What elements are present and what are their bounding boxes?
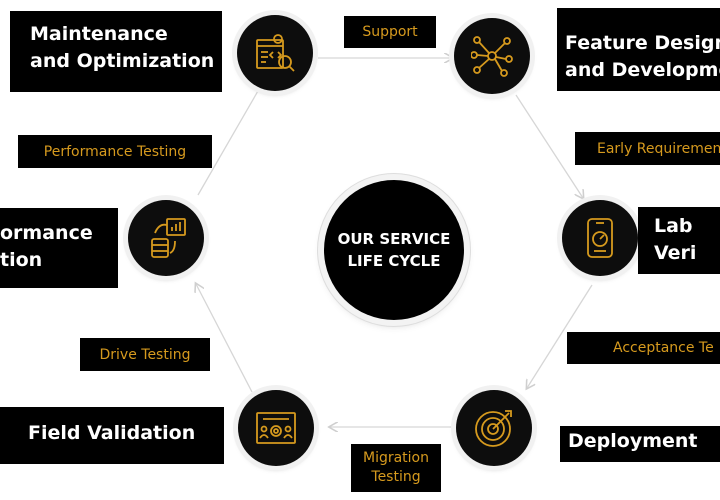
stage-title-line2: tion bbox=[0, 249, 43, 271]
transition-label-early-requirements: Early Requiremen bbox=[575, 132, 720, 165]
transition-label-drive: Drive Testing bbox=[80, 338, 210, 371]
stage-title-feature-design: Feature Design and Developme bbox=[557, 8, 720, 91]
stage-title-line1: Maintenance bbox=[30, 23, 168, 45]
transition-label-text: Early Requiremen bbox=[597, 140, 720, 157]
transition-label-migration: Migration Testing bbox=[351, 444, 441, 492]
transition-label-performance: Performance Testing bbox=[18, 135, 212, 168]
stage-title-line2: and Developme bbox=[565, 59, 720, 81]
transition-label-text: Drive Testing bbox=[99, 346, 191, 363]
center-title-line1: OUR SERVICE bbox=[337, 230, 451, 248]
transition-label-support: Support bbox=[344, 16, 436, 48]
transition-label-acceptance: Acceptance Te bbox=[567, 332, 720, 364]
code-settings-search-icon bbox=[256, 34, 295, 72]
transition-label-text: Performance Testing bbox=[43, 143, 187, 160]
target-arrow-icon bbox=[475, 410, 512, 447]
node-maintenance bbox=[237, 15, 313, 91]
center-title-line2: LIFE CYCLE bbox=[347, 252, 441, 270]
stage-title-deployment: Deployment bbox=[560, 426, 720, 462]
connector-drive bbox=[196, 284, 253, 393]
stage-title-field-validation: Field Validation bbox=[0, 407, 224, 464]
connector-early-requirements bbox=[515, 94, 583, 198]
stage-title-line1: Feature Design bbox=[565, 32, 720, 54]
transition-label-text: Support bbox=[362, 24, 418, 40]
center-life-cycle-circle: OUR SERVICE LIFE CYCLE bbox=[324, 180, 464, 320]
stage-title-line1: ormance bbox=[0, 222, 93, 244]
transition-label-text-line2: Testing bbox=[371, 469, 421, 485]
stage-title-line1: Lab bbox=[654, 215, 693, 237]
database-chart-cycle-icon bbox=[151, 218, 186, 258]
connector-performance bbox=[197, 84, 262, 196]
node-feature-design bbox=[454, 18, 530, 94]
node-field-validation bbox=[238, 390, 314, 466]
stage-title-lab-verification: Lab Veri bbox=[638, 207, 720, 274]
stage-title-maintenance: Maintenance and Optimization bbox=[10, 11, 222, 92]
smartphone-speedometer-icon bbox=[587, 218, 613, 258]
transition-label-text-line1: Migration bbox=[362, 450, 429, 466]
stage-title-line2: Veri bbox=[654, 242, 697, 264]
node-deployment bbox=[456, 390, 532, 466]
stage-title-performance-validation: ormance tion bbox=[0, 208, 118, 288]
connector-acceptance bbox=[527, 284, 593, 388]
transition-label-text: Acceptance Te bbox=[613, 340, 714, 356]
stage-title-line1: Deployment bbox=[568, 430, 698, 452]
stage-title-line1: Field Validation bbox=[28, 422, 196, 444]
stage-title-line2: and Optimization bbox=[30, 50, 215, 72]
network-hub-icon bbox=[471, 36, 513, 77]
node-performance-validation bbox=[128, 200, 204, 276]
node-lab-verification bbox=[562, 200, 638, 276]
team-gear-board-icon bbox=[256, 412, 296, 444]
